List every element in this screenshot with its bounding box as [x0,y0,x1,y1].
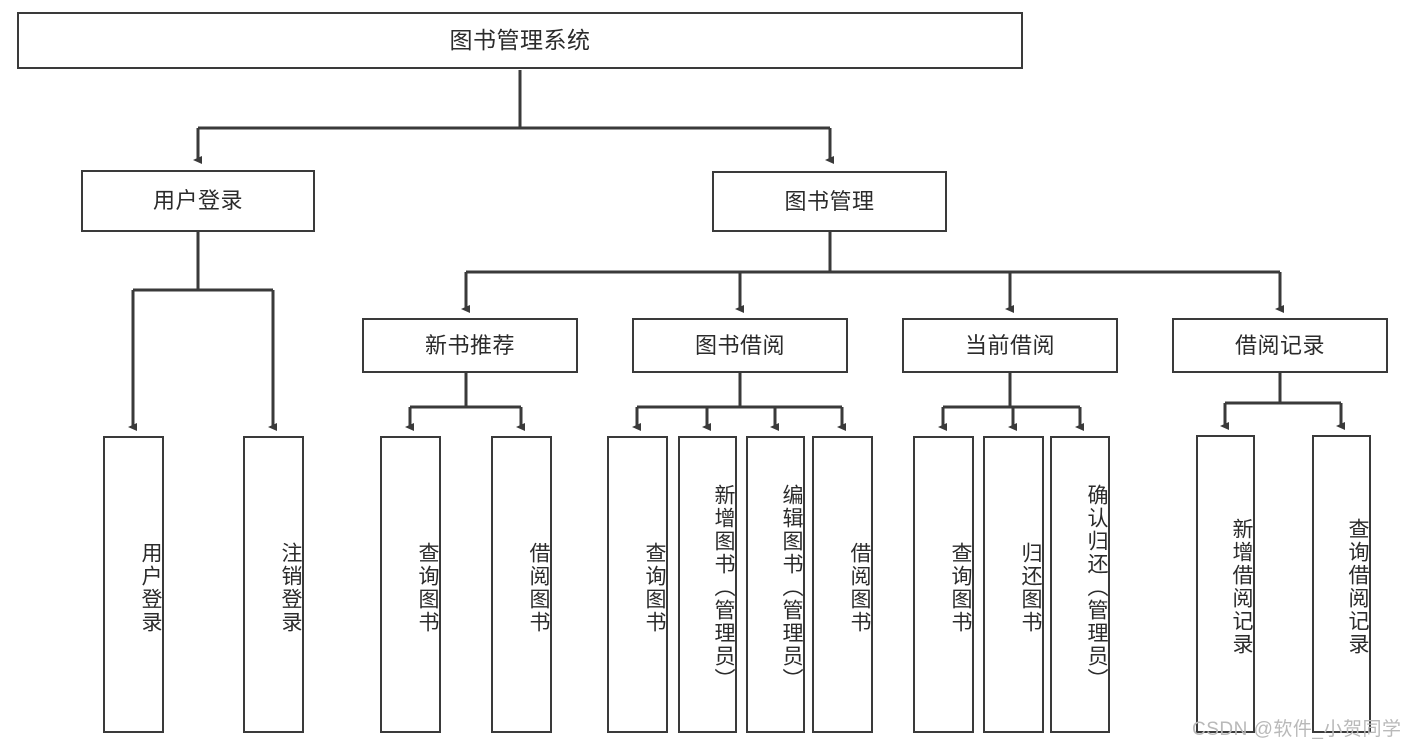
node-new-book-recommend[interactable]: 新书推荐 [362,318,578,373]
leaf-book-borrow-lend[interactable]: 借阅图书 [812,436,873,733]
node-book-management[interactable]: 图书管理 [712,171,947,232]
leaf-book-borrow-query[interactable]: 查询图书 [607,436,668,733]
leaf-current-borrow-return[interactable]: 归还图书 [983,436,1044,733]
node-current-borrow[interactable]: 当前借阅 [902,318,1118,373]
leaf-current-borrow-confirm[interactable]: 确认归还（管理员） [1050,436,1110,733]
node-user-login[interactable]: 用户登录 [81,170,315,232]
csdn-watermark: CSDN @软件_小贺同学 [1192,719,1402,740]
node-borrow-record[interactable]: 借阅记录 [1172,318,1388,373]
leaf-new-book-query[interactable]: 查询图书 [380,436,441,733]
leaf-book-borrow-add[interactable]: 新增图书（管理员） [678,436,737,733]
leaf-new-book-borrow[interactable]: 借阅图书 [491,436,552,733]
leaf-current-borrow-query[interactable]: 查询图书 [913,436,974,733]
node-root-system[interactable]: 图书管理系统 [17,12,1023,69]
leaf-user-login-signout[interactable]: 注销登录 [243,436,304,733]
leaf-user-login-signin[interactable]: 用户登录 [103,436,164,733]
node-book-borrow[interactable]: 图书借阅 [632,318,848,373]
leaf-borrow-record-add[interactable]: 新增借阅记录 [1196,435,1255,733]
leaf-book-borrow-edit[interactable]: 编辑图书（管理员） [746,436,805,733]
leaf-borrow-record-query[interactable]: 查询借阅记录 [1312,435,1371,733]
